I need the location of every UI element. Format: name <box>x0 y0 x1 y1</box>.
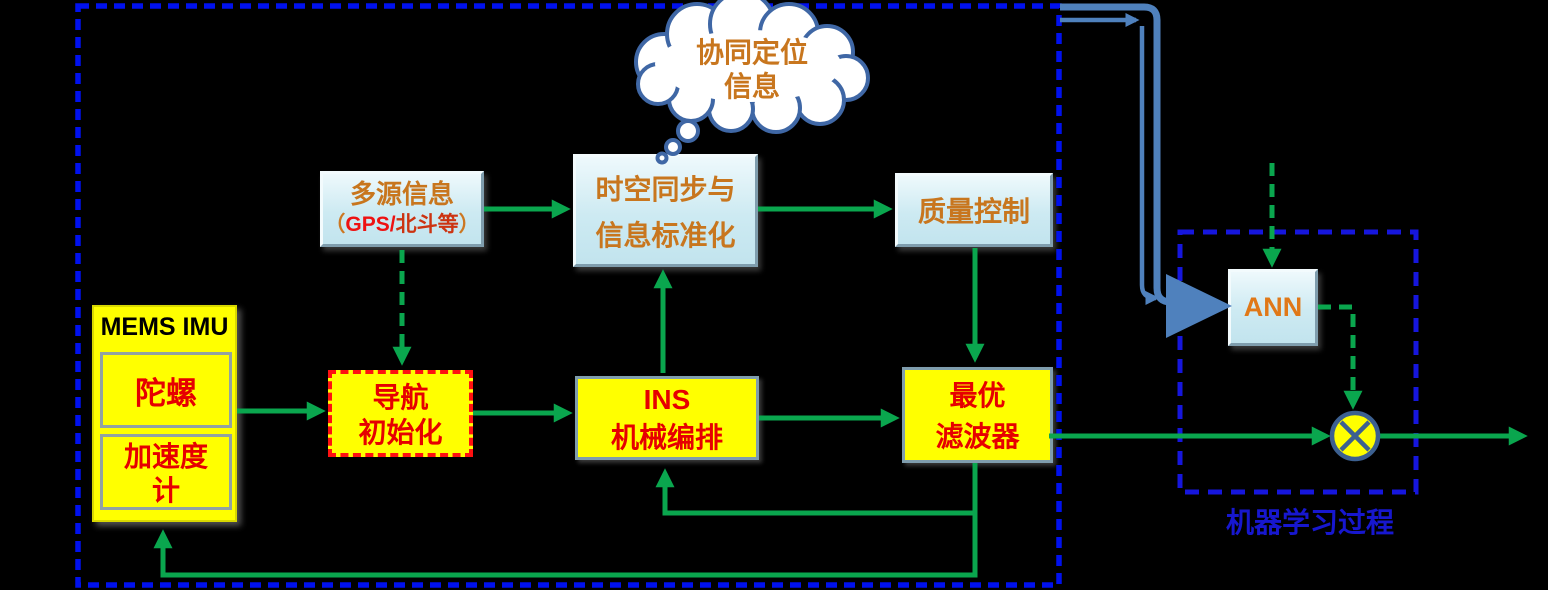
cloud-text-line2: 信息 <box>724 70 780 102</box>
accelerometer-box: 加速度 计 <box>100 434 232 510</box>
multi-source-box: 多源信息 （GPS/北斗等） <box>320 171 484 247</box>
beidou-label: 北斗等 <box>395 213 459 236</box>
sync-standardize-box: 时空同步与 信息标准化 <box>573 154 758 267</box>
big-blue-arrow-icon <box>1166 274 1232 338</box>
quality-control-label: 质量控制 <box>917 196 1030 227</box>
sync-line1: 时空同步与 <box>595 174 736 205</box>
multiplier-circle <box>1329 410 1381 462</box>
cloud-shape <box>634 0 870 165</box>
multiplier-node <box>1329 410 1381 462</box>
ins-line1: INS <box>643 384 691 415</box>
blue-pipe-outer <box>1060 3 1172 306</box>
cloud-bubble-1 <box>676 119 700 143</box>
cloud-bubble-2 <box>664 138 682 156</box>
blue-pipe-inner-down <box>1139 26 1160 305</box>
mems-imu-title: MEMS IMU <box>100 313 229 341</box>
green-dashed-arrows <box>392 163 1363 410</box>
multi-source-line2: （GPS/北斗等） <box>323 211 481 239</box>
ins-box: INS 机械编排 <box>575 376 759 460</box>
blue-pipe-assembly <box>1060 3 1232 338</box>
paren-open: （ <box>324 213 346 236</box>
quality-control-box: 质量控制 <box>895 173 1053 247</box>
gyro-label: 陀螺 <box>135 375 197 411</box>
feedback-filter-to-ins <box>655 463 978 516</box>
nav-init-line1: 导航 <box>372 382 429 413</box>
sync-line2: 信息标准化 <box>595 220 736 251</box>
multi-source-line1: 多源信息 <box>349 179 454 209</box>
ann-label: ANN <box>1243 292 1303 322</box>
paren-close: ） <box>458 213 480 236</box>
gyro-box: 陀螺 <box>100 352 232 428</box>
accelerometer-label-line2: 计 <box>151 475 180 506</box>
ann-box: ANN <box>1228 269 1318 346</box>
cloud-text-line1: 协同定位 <box>696 36 808 68</box>
multiplier-x-icon <box>1339 420 1371 452</box>
dashed-arrow-ann-to-multiplier <box>1318 304 1363 410</box>
feedback-filter-to-mems <box>153 513 978 578</box>
optimal-filter-line1: 最优 <box>949 380 1006 411</box>
accelerometer-label-line1: 加速度 <box>123 441 208 472</box>
optimal-filter-box: 最优 滤波器 <box>902 367 1053 463</box>
nav-init-box: 导航 初始化 <box>328 370 473 457</box>
gps-label: GPS/ <box>345 213 396 236</box>
optimal-filter-line2: 滤波器 <box>935 421 1020 452</box>
ml-process-label: 机器学习过程 <box>1225 507 1394 538</box>
ins-line2: 机械编排 <box>610 422 723 453</box>
nav-init-line2: 初始化 <box>358 417 443 448</box>
